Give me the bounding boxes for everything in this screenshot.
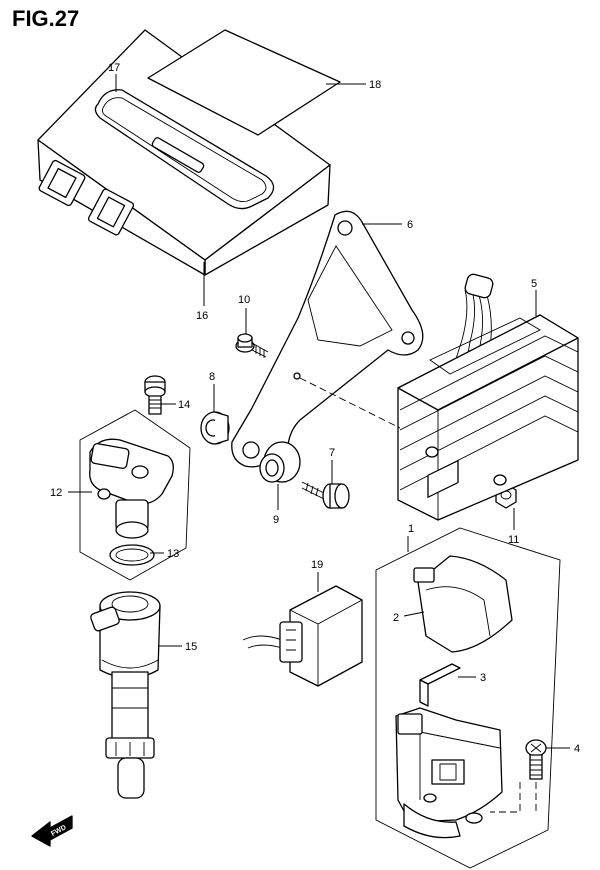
ecu-unit[interactable]	[37, 29, 331, 276]
callout-2: 2	[393, 612, 399, 624]
rubber-band[interactable]	[94, 89, 275, 210]
callout-3: 3	[480, 672, 486, 684]
main-fuse[interactable]	[419, 459, 461, 707]
callout-labels: 1 2 3 4 5 6 7 8 9 10 11 12 13 14 15 16 1…	[50, 62, 580, 755]
screw-4[interactable]	[525, 739, 547, 780]
relay-cap[interactable]	[413, 555, 513, 653]
callout-19: 19	[311, 559, 323, 571]
starter-relay[interactable]	[395, 707, 503, 839]
callout-17: 17	[108, 62, 120, 74]
callout-15: 15	[185, 641, 197, 653]
sensor-frame	[79, 409, 191, 581]
bolt-10[interactable]	[235, 333, 269, 358]
callout-18: 18	[369, 79, 381, 91]
callout-16: 16	[196, 310, 208, 322]
figure-title: FIG.27	[12, 6, 80, 31]
callout-14: 14	[178, 399, 190, 411]
mounting-bracket[interactable]	[231, 210, 424, 468]
callout-1: 1	[408, 523, 414, 535]
bolt-7[interactable]	[301, 481, 350, 509]
callout-5: 5	[531, 278, 537, 290]
leader-lines	[68, 74, 570, 749]
ecu-cover-plate[interactable]	[147, 29, 341, 136]
callout-9: 9	[273, 514, 279, 526]
regulator-rectifier[interactable]	[397, 273, 579, 521]
callout-10: 10	[238, 294, 250, 306]
starter-relay-frame	[375, 527, 561, 869]
fwd-arrow-icon: FWD	[31, 815, 73, 847]
callout-13: 13	[167, 548, 179, 560]
callout-11: 11	[508, 534, 519, 546]
callout-7: 7	[329, 447, 335, 459]
grommet-9[interactable]	[259, 441, 301, 483]
position-sensor[interactable]	[89, 438, 174, 539]
ignition-coil[interactable]	[90, 591, 161, 799]
callout-8: 8	[209, 371, 215, 383]
relay[interactable]	[242, 585, 363, 687]
callout-6: 6	[407, 219, 413, 231]
callout-12: 12	[50, 487, 62, 499]
collar-8[interactable]	[200, 411, 230, 445]
o-ring[interactable]	[109, 544, 155, 566]
callout-4: 4	[574, 743, 580, 755]
bolt-14[interactable]	[144, 375, 166, 415]
